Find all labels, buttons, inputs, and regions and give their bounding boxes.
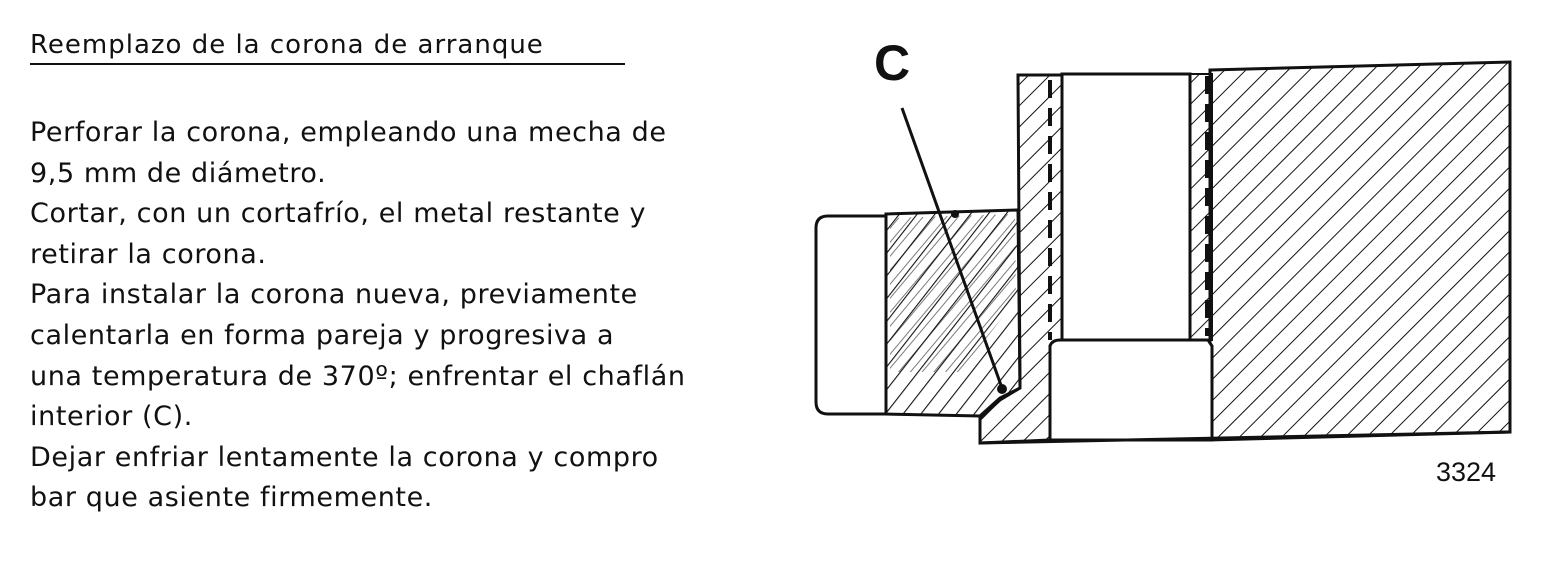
figure-number: 3324 [1436, 457, 1497, 487]
instruction-line: interior (C). [30, 401, 193, 433]
section-title: Reemplazo de la corona de arranque [30, 30, 625, 65]
instruction-line: retirar la corona. [30, 238, 267, 270]
leader-dot [997, 384, 1007, 394]
crankshaft-flange [1048, 338, 1214, 442]
label-leader-line [900, 107, 1004, 389]
instruction-line: Dejar enfriar lentamente la corona y com… [30, 441, 659, 473]
instruction-line: Para instalar la corona nueva, previamen… [30, 279, 638, 311]
chamfer-label: C [874, 35, 911, 91]
instruction-line: Cortar, con un cortafrío, el metal resta… [30, 198, 647, 230]
instruction-line: Perforar la corona, empleando una mecha … [30, 117, 667, 148]
instruction-line: calentarla en forma pareja y progresiva … [30, 319, 615, 351]
flywheel-body [1208, 60, 1512, 442]
instructions-text: Perforar la corona, empleando una mecha … [30, 113, 830, 519]
instruction-line: bar que asiente firmemente. [30, 482, 433, 514]
instruction-line: una temperatura de 370º; enfrentar el ch… [30, 360, 686, 392]
ring-gear-cross-section-diagram [814, 60, 1512, 445]
gear-tooth [814, 214, 888, 416]
instruction-line: 9,5 mm de diámetro. [30, 157, 327, 189]
bolt-bore [1060, 72, 1192, 344]
